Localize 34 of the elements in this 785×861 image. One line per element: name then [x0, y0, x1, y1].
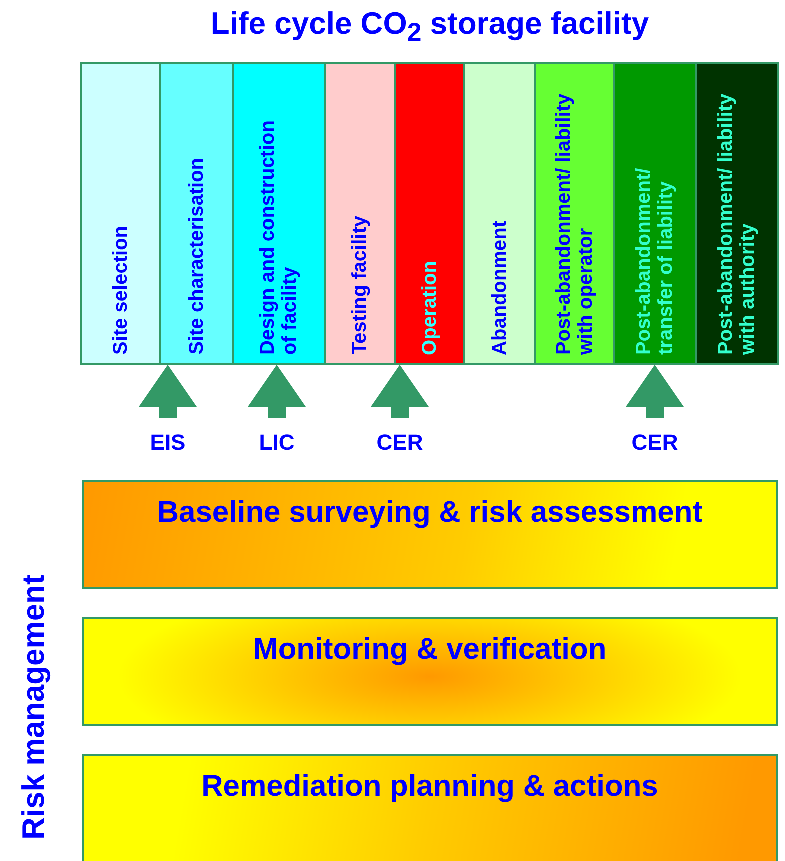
phase-label: Post-abandonment/ liability with operator — [552, 93, 596, 355]
milestone-text: CER — [632, 430, 678, 456]
phase-column — [232, 62, 326, 365]
block-arrow — [371, 365, 429, 418]
phase-label: Abandonment — [488, 220, 510, 355]
diagram-title: Life cycle CO$_{2}$ storage facility — [210, 6, 650, 48]
phase-label: Site characterisation — [186, 158, 208, 355]
activity-text: Baseline surveying & risk assessment — [157, 496, 703, 529]
phase-column — [463, 62, 536, 365]
activity-band — [82, 480, 778, 589]
block-arrow — [248, 365, 306, 418]
phase-column — [394, 62, 465, 365]
phase-column — [695, 62, 779, 365]
phase-column — [613, 62, 697, 365]
phase-column — [534, 62, 615, 365]
milestone-text: CER — [376, 430, 424, 456]
phase-column — [80, 62, 161, 365]
phase-column — [324, 62, 396, 365]
phase-label: Post-abandonment/ transfer of liability — [633, 167, 677, 355]
block-arrow — [626, 365, 684, 418]
block-arrow — [139, 365, 197, 418]
side-heading: Risk management — [16, 574, 52, 840]
phase-label: Post-abandonment/ liability with authority — [715, 93, 759, 355]
milestone-text: EIS — [150, 430, 186, 456]
activity-text: Remediation planning & actions — [202, 770, 658, 803]
phase-label: Site selection — [110, 226, 132, 355]
activity-text: Monitoring & verification — [253, 633, 607, 666]
milestone-text: LIC — [259, 430, 295, 456]
phase-label: Design and construction of facility — [257, 120, 301, 355]
phase-label: Operation — [418, 260, 440, 355]
activity-band — [82, 754, 778, 861]
phase-label: Testing facility — [349, 216, 371, 355]
phase-column — [159, 62, 234, 365]
activity-band — [82, 617, 778, 726]
